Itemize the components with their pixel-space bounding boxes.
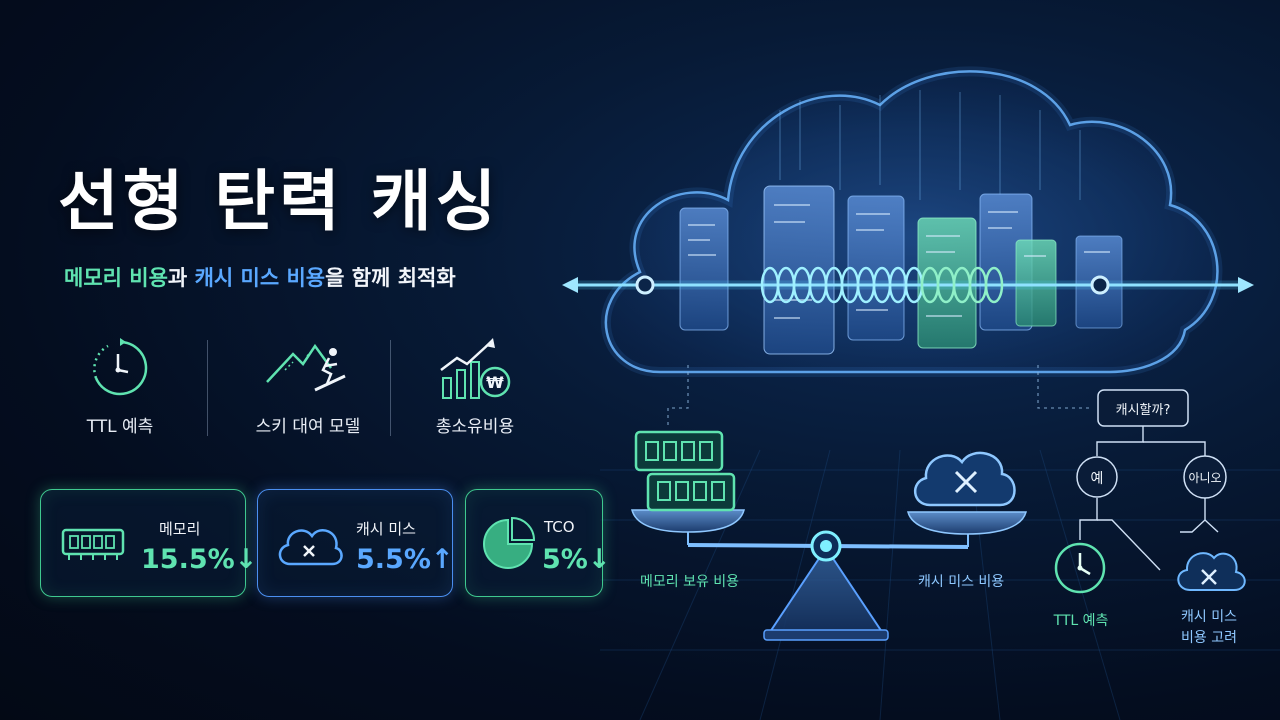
stat-label: 메모리 (159, 520, 201, 538)
feature-label: 총소유비용 (435, 417, 515, 437)
memory-stack-icon (634, 430, 736, 512)
ski-mountain-icon (266, 343, 346, 392)
cloud-x-icon (914, 451, 1016, 507)
cloud-shape (604, 70, 1219, 374)
feature-ttl: TTL 예측 (50, 336, 190, 437)
balance-right-label: 캐시 미스 비용 (918, 574, 1005, 590)
feature-ski-rental: 스키 대여 모델 (238, 336, 378, 437)
balance-left-label: 메모리 보유 비용 (640, 574, 740, 590)
stat-value: 15.5%↓ (141, 544, 258, 575)
subtitle-and: 과 (167, 266, 195, 290)
divider (390, 340, 391, 436)
decision-yes: 예 (1090, 471, 1104, 487)
decision-question: 캐시할까? (1115, 403, 1171, 418)
decision-no-result-1: 캐시 미스 (1181, 609, 1237, 625)
balance-scale (631, 509, 1027, 641)
stat-card-cache-miss: 캐시 미스 5.5%↑ (257, 489, 454, 597)
decision-tree (1054, 389, 1246, 594)
subtitle-memory-cost: 메모리 비용 (64, 266, 168, 290)
divider (207, 340, 208, 436)
spring-coil (760, 266, 1004, 304)
stat-label: 캐시 미스 (356, 520, 416, 538)
subtitle-miss-cost: 캐시 미스 비용 (194, 266, 326, 290)
stat-card-tco: TCO 5%↓ (465, 489, 610, 597)
pie-chart-icon (483, 516, 536, 569)
feature-tco: ₩ 총소유비용 (405, 336, 545, 437)
decision-no-result-2: 비용 고려 (1181, 630, 1237, 646)
subtitle: 메모리 비용과 캐시 미스 비용을 함께 최적화 (64, 262, 456, 292)
decision-no: 아니오 (1188, 471, 1222, 485)
page-title: 선형 탄력 캐싱 (58, 163, 501, 240)
stat-card-memory: 메모리 15.5%↓ (40, 489, 257, 597)
stat-value: 5%↓ (542, 544, 611, 575)
decision-yes-result: TTL 예측 (1053, 613, 1109, 629)
cloud-x-icon (278, 529, 343, 566)
memory-chip-icon (61, 528, 125, 560)
clock-icon (1054, 542, 1106, 594)
stat-label: TCO (544, 518, 575, 536)
feature-label: 스키 대여 모델 (255, 417, 361, 437)
feature-label: TTL 예측 (86, 417, 154, 437)
clock-icon (93, 338, 148, 396)
svg-text:₩: ₩ (486, 373, 504, 392)
feature-row: TTL 예측 스키 대여 모델 ₩ 총소유비용 (60, 336, 550, 446)
subtitle-optimize: 을 함께 최적화 (325, 266, 456, 290)
growth-chart-won-icon: ₩ (440, 338, 511, 399)
stat-value: 5.5%↑ (356, 544, 454, 575)
cloud-x-small-icon (1177, 552, 1246, 591)
